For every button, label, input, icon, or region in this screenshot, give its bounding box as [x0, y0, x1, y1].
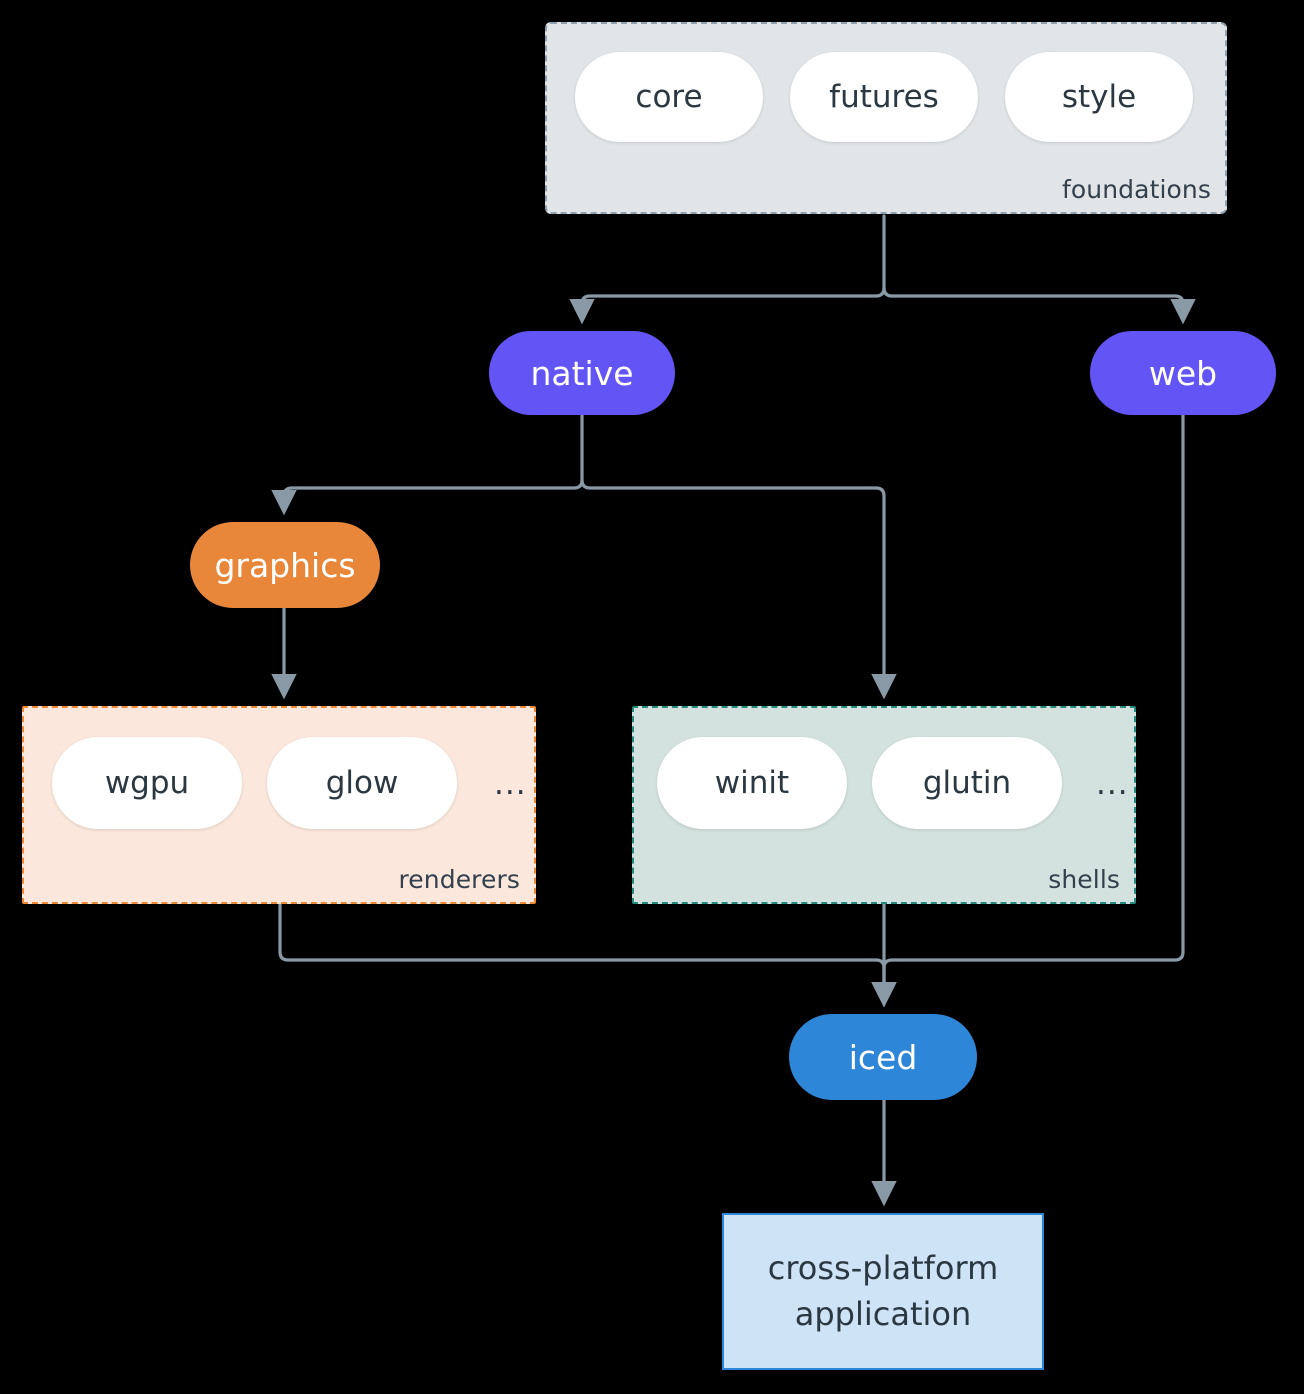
edge-native-shells — [580, 478, 897, 700]
node-glow[interactable]: glow — [267, 737, 457, 829]
node-web[interactable]: web — [1090, 331, 1276, 415]
application-line-2: application — [794, 1294, 972, 1333]
application-line-1: cross-platform — [767, 1249, 999, 1288]
node-graphics[interactable]: graphics — [190, 522, 380, 608]
shells-more-ellipsis: ... — [1096, 766, 1129, 802]
edge-renderers-iced — [278, 902, 897, 1008]
node-native[interactable]: native — [489, 331, 675, 415]
cluster-label-foundations: foundations — [1062, 175, 1211, 204]
cluster-shells: winit glutin ... shells — [632, 706, 1136, 904]
cluster-renderers: wgpu glow ... renderers — [22, 706, 536, 904]
edge-foundations-native — [569, 286, 886, 325]
cluster-label-renderers: renderers — [398, 865, 520, 894]
node-style[interactable]: style — [1005, 52, 1193, 142]
node-core[interactable]: core — [575, 52, 763, 142]
node-winit[interactable]: winit — [657, 737, 847, 829]
cluster-foundations: core futures style foundations — [545, 22, 1227, 214]
edge-native-graphics — [271, 478, 584, 516]
node-futures[interactable]: futures — [790, 52, 978, 142]
node-glutin[interactable]: glutin — [872, 737, 1062, 829]
renderers-more-ellipsis: ... — [494, 766, 527, 802]
node-cross-platform-application[interactable]: cross-platform application — [722, 1213, 1044, 1370]
edge-foundations-web — [882, 286, 1196, 325]
cluster-label-shells: shells — [1048, 865, 1120, 894]
node-iced[interactable]: iced — [789, 1014, 977, 1100]
node-wgpu[interactable]: wgpu — [52, 737, 242, 829]
